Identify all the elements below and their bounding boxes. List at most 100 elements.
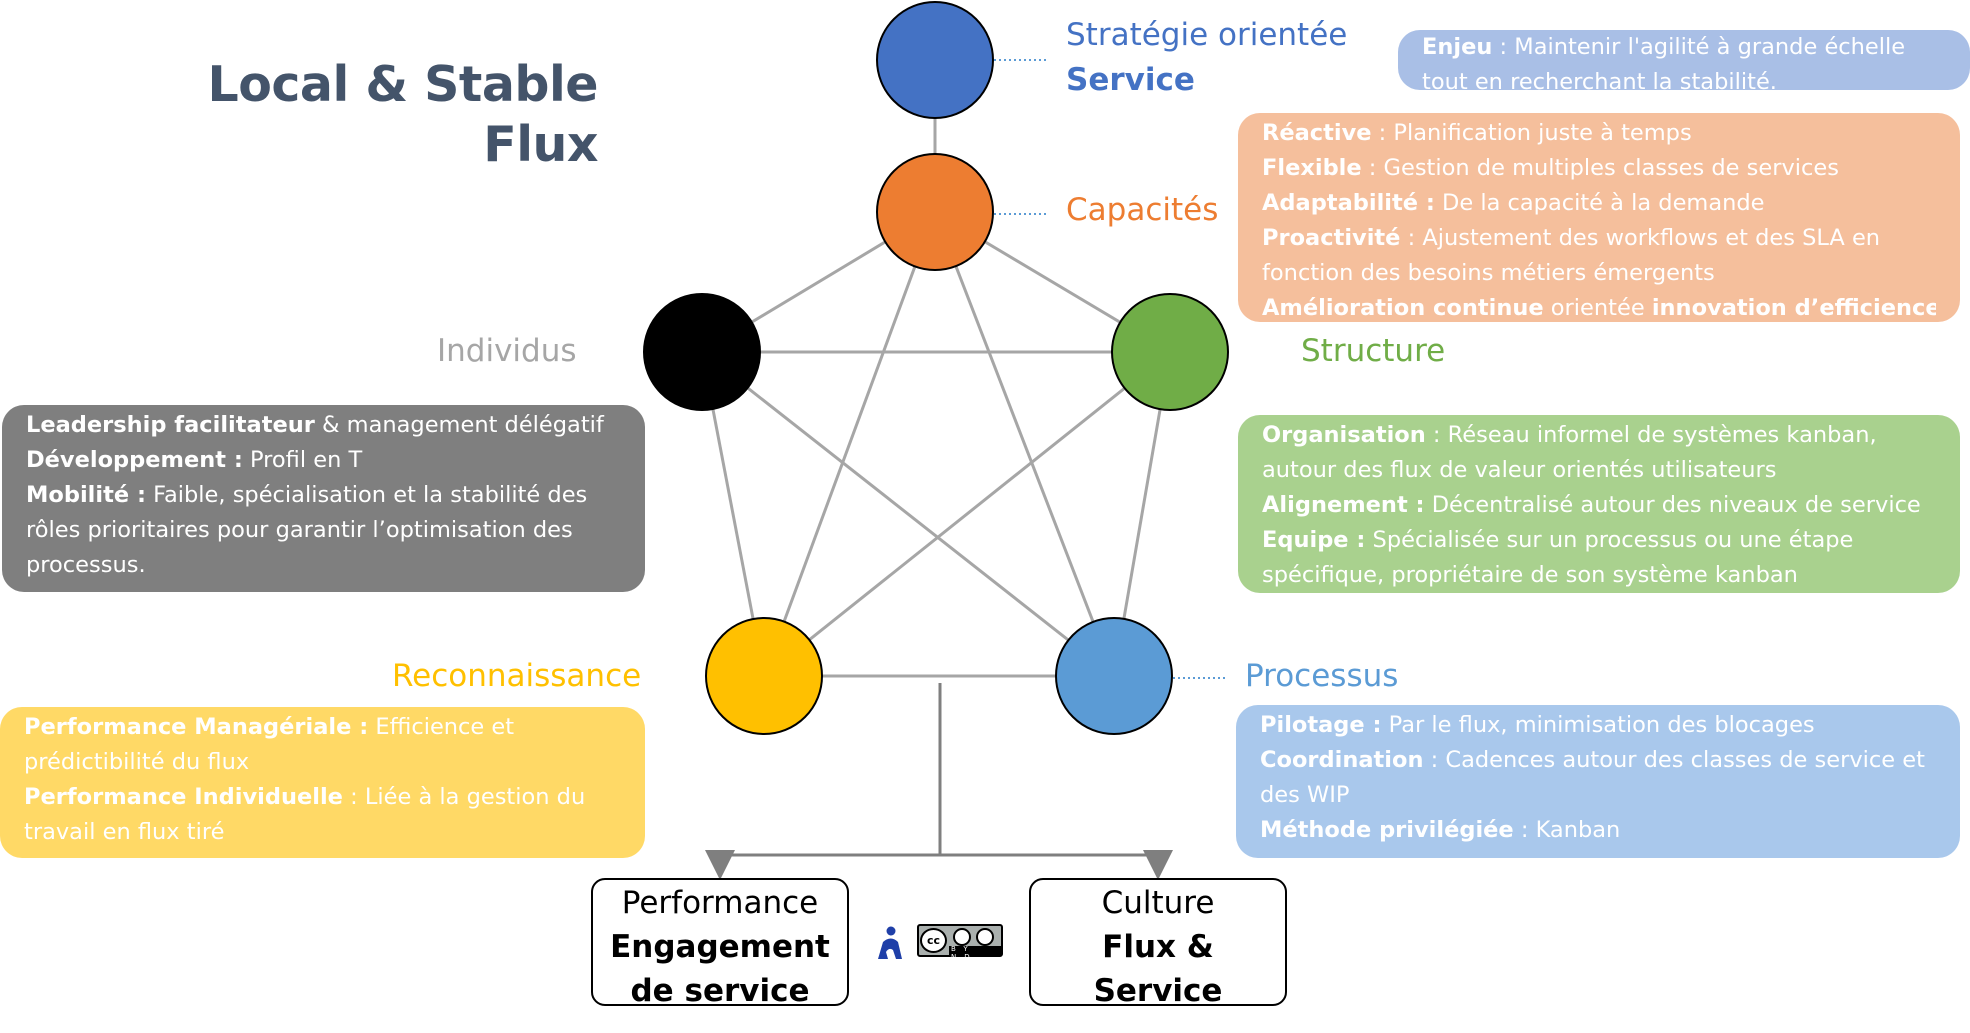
description-text: Spécialisée sur un processus ou une étap…	[1365, 527, 1854, 553]
description-text: Décentralisé autour des niveaux de servi…	[1424, 492, 1921, 518]
strategie-label-line-1: Stratégie orientée	[1066, 17, 1348, 53]
connector-capacites-reconnaissance	[762, 211, 937, 677]
culture-line-2: Flux &	[1102, 929, 1214, 965]
node-circles	[643, 1, 1229, 735]
description-text: Profil en T	[242, 447, 363, 473]
title-line-1: Local & Stable	[207, 56, 598, 113]
description-text: : Ajustement des workflows et des SLA en	[1400, 225, 1881, 251]
connector-structure-reconnaissance	[763, 350, 1171, 678]
description-text: Par le flux, minimisation des blocages	[1381, 712, 1815, 738]
reconnaissance-box: Performance Managériale : Efficience et p…	[0, 707, 645, 858]
enjeu-box-line: tout en recherchant la stabilité.	[1422, 65, 1946, 100]
attribution-icon	[953, 928, 971, 946]
description-text: rôles prioritaires pour garantir l’optim…	[26, 517, 573, 543]
title-line-2: Flux	[483, 116, 598, 173]
bold-term: Flexible	[1262, 155, 1362, 181]
bold-term: Méthode privilégiée	[1260, 817, 1514, 843]
bold-term: Organisation	[1262, 422, 1426, 448]
description-text: : Maintenir l'agilité à grande échelle	[1492, 34, 1906, 60]
culture-box: Culture Flux & Service	[1029, 878, 1287, 1009]
individus-box-line: Développement : Profil en T	[26, 443, 621, 478]
performance-title: Performance	[621, 885, 819, 921]
connector-individus-processus	[701, 350, 1115, 678]
processus-node-circle	[1055, 617, 1173, 735]
structure-node-circle	[1111, 293, 1229, 411]
strategie-node-circle	[876, 1, 994, 119]
author-logo-icon	[878, 926, 902, 959]
performance-line-2: Engagement	[610, 929, 830, 965]
bold-term: innovation d’efficience	[1651, 295, 1936, 321]
processus-label: Processus	[1245, 658, 1399, 694]
processus-box-line: Pilotage : Par le flux, minimisation des…	[1260, 708, 1936, 743]
performance-line-3: de service	[630, 973, 810, 1009]
strategie-label-line-2: Service	[1066, 62, 1195, 98]
bold-term: Amélioration continue	[1262, 295, 1544, 321]
bold-term: Performance Individuelle	[24, 784, 343, 810]
description-text: : Liée à la gestion du	[342, 784, 586, 810]
reconnaissance-box-line: Performance Individuelle : Liée à la ges…	[24, 780, 621, 815]
description-text: Faible, spécialisation et la stabilité d…	[145, 482, 588, 508]
processus-box-line: des WIP	[1260, 778, 1936, 813]
no-derivatives-icon	[976, 928, 994, 946]
capacites-box-line: fonction des besoins métiers émergents	[1262, 256, 1936, 291]
license-tags: BY ND	[951, 945, 978, 961]
description-text: Efficience et	[368, 714, 515, 740]
structure-box-line: Alignement : Décentralisé autour des niv…	[1262, 488, 1936, 523]
description-text: des WIP	[1260, 782, 1350, 808]
description-text: processus.	[26, 552, 146, 578]
bold-term: Coordination	[1260, 747, 1424, 773]
description-text: & management délégatif	[314, 412, 604, 438]
culture-line-3: Service	[1093, 973, 1223, 1009]
processus-box-line: Méthode privilégiée : Kanban	[1260, 813, 1936, 848]
cc-icon: cc	[920, 928, 947, 953]
reconnaissance-box-line: prédictibilité du flux	[24, 745, 621, 780]
connector-capacites-processus	[933, 211, 1116, 677]
structure-box-line: Equipe : Spécialisée sur un processus ou…	[1262, 523, 1936, 558]
reconnaissance-box-line: travail en flux tiré	[24, 815, 621, 850]
description-text: De la capacité à la demande	[1434, 190, 1765, 216]
structure-box: Organisation : Réseau informel de systèm…	[1238, 415, 1960, 593]
individus-box-line: Mobilité : Faible, spécialisation et la …	[26, 478, 621, 513]
description-text: spécifique, propriétaire de son système …	[1262, 562, 1798, 588]
cc-license-badge: cc BY ND	[917, 924, 1003, 961]
capacites-label: Capacités	[1066, 192, 1219, 228]
description-text: : Cadences autour des classes de service…	[1423, 747, 1925, 773]
enjeu-box: Enjeu : Maintenir l'agilité à grande éch…	[1398, 30, 1970, 95]
bold-term: Leadership facilitateur	[26, 412, 315, 438]
description-text: : Réseau informel de systèmes kanban,	[1425, 422, 1877, 448]
processus-box: Pilotage : Par le flux, minimisation des…	[1236, 705, 1960, 858]
license-strip: BY ND	[949, 945, 1001, 961]
description-text: travail en flux tiré	[24, 819, 225, 845]
individus-node-circle	[643, 293, 761, 411]
individus-box-line: processus.	[26, 548, 621, 583]
label-leader-lines	[994, 59, 1227, 679]
bold-term: Mobilité :	[26, 482, 146, 508]
individus-box-line: Leadership facilitateur & management dél…	[26, 408, 621, 443]
processus-box-line: Coordination : Cadences autour des class…	[1260, 743, 1936, 778]
bold-term: Enjeu	[1422, 34, 1493, 60]
bold-term: Proactivité	[1262, 225, 1401, 251]
capacites-node-circle	[876, 153, 994, 271]
description-text: autour des flux de valeur orientés utili…	[1262, 457, 1777, 483]
capacites-box-line: Amélioration continue orientée innovatio…	[1262, 291, 1936, 326]
reconnaissance-label: Reconnaissance	[392, 658, 642, 694]
performance-box: Performance Engagement de service	[591, 878, 849, 1009]
culture-title: Culture	[1101, 885, 1215, 921]
capacites-box-line: Réactive : Planification juste à temps	[1262, 116, 1936, 151]
description-text: fonction des besoins métiers émergents	[1262, 260, 1715, 286]
description-text: orientée	[1543, 295, 1652, 321]
structure-box-line: spécifique, propriétaire de son système …	[1262, 558, 1936, 593]
individus-label: Individus	[437, 333, 577, 369]
pentagon-connectors	[700, 60, 1172, 678]
individus-box: Leadership facilitateur & management dél…	[2, 405, 645, 592]
reconnaissance-box-line: Performance Managériale : Efficience et	[24, 710, 621, 745]
description-text: prédictibilité du flux	[24, 749, 250, 775]
description-text: : Planification juste à temps	[1371, 120, 1692, 146]
capacites-box-line: Flexible : Gestion de multiples classes …	[1262, 151, 1936, 186]
description-text: : Kanban	[1513, 817, 1621, 843]
bold-term: Equipe :	[1262, 527, 1366, 553]
description-text: tout en recherchant la stabilité.	[1422, 69, 1777, 95]
bold-term: Adaptabilité :	[1262, 190, 1435, 216]
